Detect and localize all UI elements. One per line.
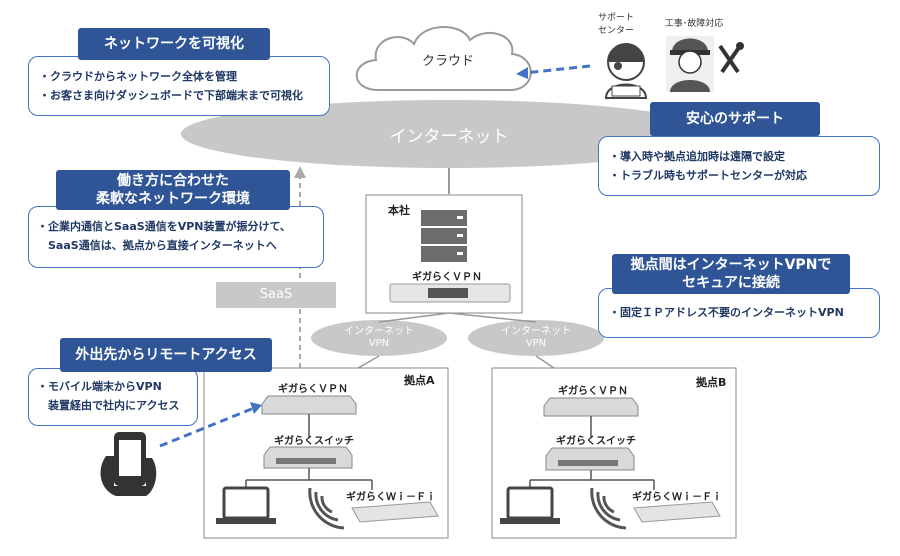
support-operator-icon — [604, 43, 648, 99]
site-a-laptop-icon — [216, 486, 276, 524]
site-b-switch-icon — [545, 447, 635, 471]
callout-remote-title: 外出先からリモートアクセス — [60, 338, 272, 372]
callout-visualize-box: ・クラウドからネットワーク全体を管理 ・お客さま向けダッシュボードで下部端末まで… — [28, 56, 330, 116]
smartphone-icon — [100, 432, 157, 496]
callout-secure-title: 拠点間はインターネットVPNで セキュアに接続 — [612, 254, 850, 294]
support-arrow — [523, 64, 591, 75]
callout-support-line-1: ・導入時や拠点追加時は遠隔で設定 — [609, 150, 785, 163]
site-a-switch-icon — [263, 446, 353, 469]
callout-remote-box: ・モバイル端末からVPN 装置経由で社内にアクセス — [28, 368, 198, 426]
callout-visualize-line-1: ・クラウドからネットワーク全体を管理 — [39, 70, 237, 83]
cloud-shape — [355, 26, 532, 91]
hq-label: 本社 — [388, 204, 410, 217]
callout-flexible-box: ・企業内通信とSaaS通信をVPN装置が振分けて、 SaaS通信は、拠点から直接… — [28, 206, 324, 268]
hq-vpn-label: ギガらくＶＰＮ — [412, 272, 482, 283]
callout-support-box: ・導入時や拠点追加時は遠隔で設定 ・トラブル時もサポートセンターが対応 — [598, 136, 880, 196]
site-b-switch-label: ギガらくスイッチ — [556, 436, 636, 447]
hq-vpn-device-icon — [389, 283, 511, 303]
callout-secure-box: ・固定ＩＰアドレス不要のインターネットVPN — [598, 288, 880, 338]
callout-visualize-title: ネットワークを可視化 — [78, 28, 270, 60]
support-center-label: サポートセンター — [597, 13, 634, 36]
site-b-vpn-label: ギガらくＶＰＮ — [558, 386, 628, 397]
site-a-switch-label: ギガらくスイッチ — [274, 436, 354, 447]
site-a-vpn-device-icon — [261, 395, 357, 415]
saas-label: SaaS — [259, 287, 293, 302]
engineer-label: 工事･故障対応 — [664, 19, 724, 29]
internet-label: インターネット — [389, 127, 509, 147]
callout-flexible-line-2: SaaS通信は、拠点から直接インターネットへ — [37, 239, 277, 252]
callout-flexible-title: 働き方に合わせた 柔軟なネットワーク環境 — [56, 170, 290, 210]
site-b-vpn-device-icon — [543, 397, 639, 417]
site-b-wifi-icon — [590, 487, 721, 530]
tools-icon — [718, 42, 744, 74]
callout-flexible-line-1: ・企業内通信とSaaS通信をVPN装置が振分けて、 — [37, 220, 291, 233]
site-b-wifi-label: ギガらくＷｉ－Ｆｉ — [632, 492, 722, 503]
engineer-icon — [666, 36, 714, 92]
callout-remote-line-2: 装置経由で社内にアクセス — [37, 399, 180, 412]
callout-secure-line-1: ・固定ＩＰアドレス不要のインターネットVPN — [609, 306, 844, 319]
cloud-label: クラウド — [421, 54, 474, 69]
mobile-arrow — [159, 406, 255, 448]
callout-remote-line-1: ・モバイル端末からVPN — [37, 380, 162, 393]
site-b-label: 拠点B — [696, 376, 727, 389]
site-a-wifi-icon — [308, 487, 439, 530]
vpn-ellipse-left — [311, 320, 447, 356]
callout-support-title: 安心のサポート — [650, 102, 820, 136]
callout-visualize-line-2: ・お客さま向けダッシュボードで下部端末まで可視化 — [39, 89, 303, 102]
site-a-label: 拠点A — [404, 374, 435, 387]
site-b-laptop-icon — [500, 486, 560, 524]
internet-ellipse — [181, 100, 717, 168]
server-rack-icon — [421, 210, 467, 262]
vpn-ellipse-right — [468, 320, 604, 356]
site-a-vpn-label: ギガらくＶＰＮ — [278, 384, 348, 395]
site-a-wifi-label: ギガらくＷｉ－Ｆｉ — [346, 492, 436, 503]
saas-box — [216, 282, 336, 308]
callout-support-line-2: ・トラブル時もサポートセンターが対応 — [609, 169, 807, 182]
